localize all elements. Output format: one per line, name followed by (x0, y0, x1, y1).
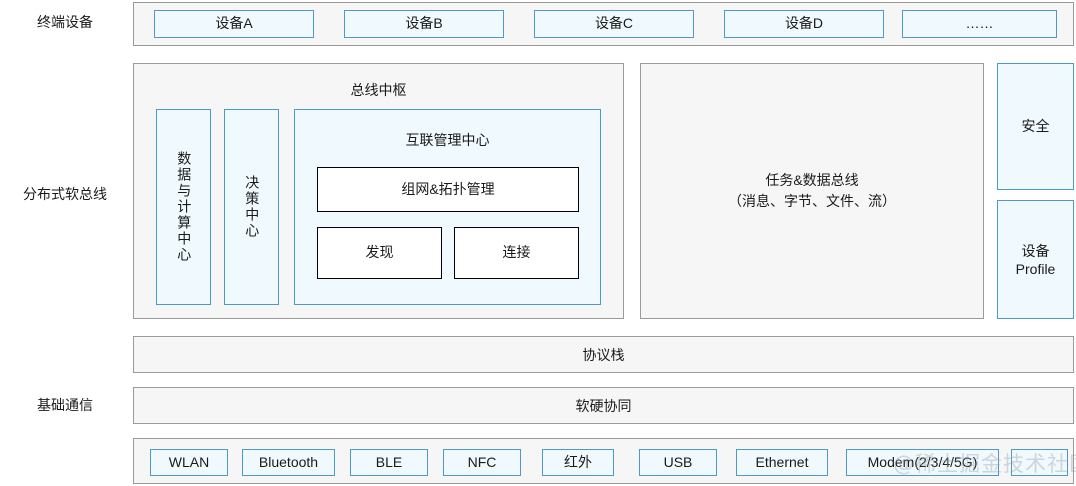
task-data-bus-text: 任务&数据总线 （消息、字节、文件、流） (641, 170, 983, 212)
comm-box-infrared[interactable]: 红外 (542, 449, 614, 476)
protocol-stack-panel: 协议栈 (133, 336, 1074, 373)
hw-sw-coop-panel: 软硬协同 (133, 387, 1074, 424)
device-box-more-label: …… (965, 15, 994, 32)
decision-center-label: 决策中心 (244, 175, 261, 239)
comm-box-wlan-label: WLAN (168, 453, 210, 470)
device-box-c[interactable]: 设备C (534, 10, 694, 38)
device-profile-line2: Profile (1015, 260, 1056, 277)
comm-box-ethernet-label: Ethernet (755, 453, 809, 470)
comm-box-usb[interactable]: USB (639, 449, 717, 476)
comm-box-wlan[interactable]: WLAN (150, 449, 228, 476)
security-box[interactable]: 安全 (997, 63, 1074, 190)
terminal-device-panel: 设备A 设备B 设备C 设备D …… (133, 2, 1074, 46)
device-profile-line1: 设备 (1021, 242, 1050, 259)
comm-box-ethernet[interactable]: Ethernet (736, 449, 828, 476)
communication-tech-panel: WLAN Bluetooth BLE NFC 红外 USB Ethernet M… (133, 438, 1074, 484)
device-box-d[interactable]: 设备D (724, 10, 884, 38)
axis-label-basic-communication: 基础通信 (37, 397, 93, 413)
comm-box-ble[interactable]: BLE (350, 449, 428, 476)
comm-box-bluetooth-label: Bluetooth (258, 453, 319, 470)
device-box-a[interactable]: 设备A (154, 10, 314, 38)
device-profile-box[interactable]: 设备 Profile (997, 200, 1074, 319)
device-box-b-label: 设备B (405, 15, 443, 32)
security-label: 安全 (1021, 117, 1050, 134)
decision-center-box[interactable]: 决策中心 (224, 109, 279, 305)
interconnect-management-center-box: 互联管理中心 组网&拓扑管理 发现 连接 (294, 109, 601, 305)
discovery-label: 发现 (365, 244, 394, 261)
interconnect-management-center-title: 互联管理中心 (405, 132, 490, 148)
task-data-bus-line1: 任务&数据总线 (765, 172, 859, 188)
device-box-a-label: 设备A (215, 15, 253, 32)
discovery-box[interactable]: 发现 (317, 227, 442, 279)
comm-box-infrared-label: 红外 (564, 453, 592, 470)
device-box-b[interactable]: 设备B (344, 10, 504, 38)
task-data-bus-line2: （消息、字节、文件、流） (728, 193, 896, 209)
axis-label-distributed-softbus: 分布式软总线 (23, 186, 107, 202)
comm-box-usb-label: USB (663, 453, 693, 470)
connect-box[interactable]: 连接 (454, 227, 579, 279)
comm-box-modem[interactable]: Modem(2/3/4/5G) (846, 449, 999, 476)
bus-hub-panel: 总线中枢 数据与计算中心 决策中心 互联管理中心 组网&拓扑管理 发现 连接 (133, 63, 624, 319)
connect-label: 连接 (502, 244, 531, 261)
data-compute-center-label: 数据与计算中心 (176, 151, 193, 263)
comm-box-modem-label: Modem(2/3/4/5G) (867, 453, 978, 470)
bus-hub-title: 总线中枢 (350, 82, 407, 98)
comm-box-nfc-label: NFC (467, 453, 497, 470)
protocol-stack-label: 协议栈 (582, 346, 625, 363)
hw-sw-coop-label: 软硬协同 (575, 397, 632, 414)
task-data-bus-panel: 任务&数据总线 （消息、字节、文件、流） (640, 63, 984, 319)
data-compute-center-box[interactable]: 数据与计算中心 (156, 109, 211, 305)
topology-management-label: 组网&拓扑管理 (401, 180, 495, 197)
comm-box-nfc[interactable]: NFC (443, 449, 521, 476)
comm-box-extra[interactable] (1011, 449, 1068, 476)
comm-box-ble-label: BLE (375, 453, 403, 470)
device-box-c-label: 设备C (594, 15, 634, 32)
device-box-d-label: 设备D (784, 15, 824, 32)
device-box-more[interactable]: …… (902, 10, 1057, 38)
topology-management-box[interactable]: 组网&拓扑管理 (317, 167, 579, 212)
comm-box-bluetooth[interactable]: Bluetooth (242, 449, 335, 476)
axis-label-terminal-devices: 终端设备 (37, 14, 93, 30)
